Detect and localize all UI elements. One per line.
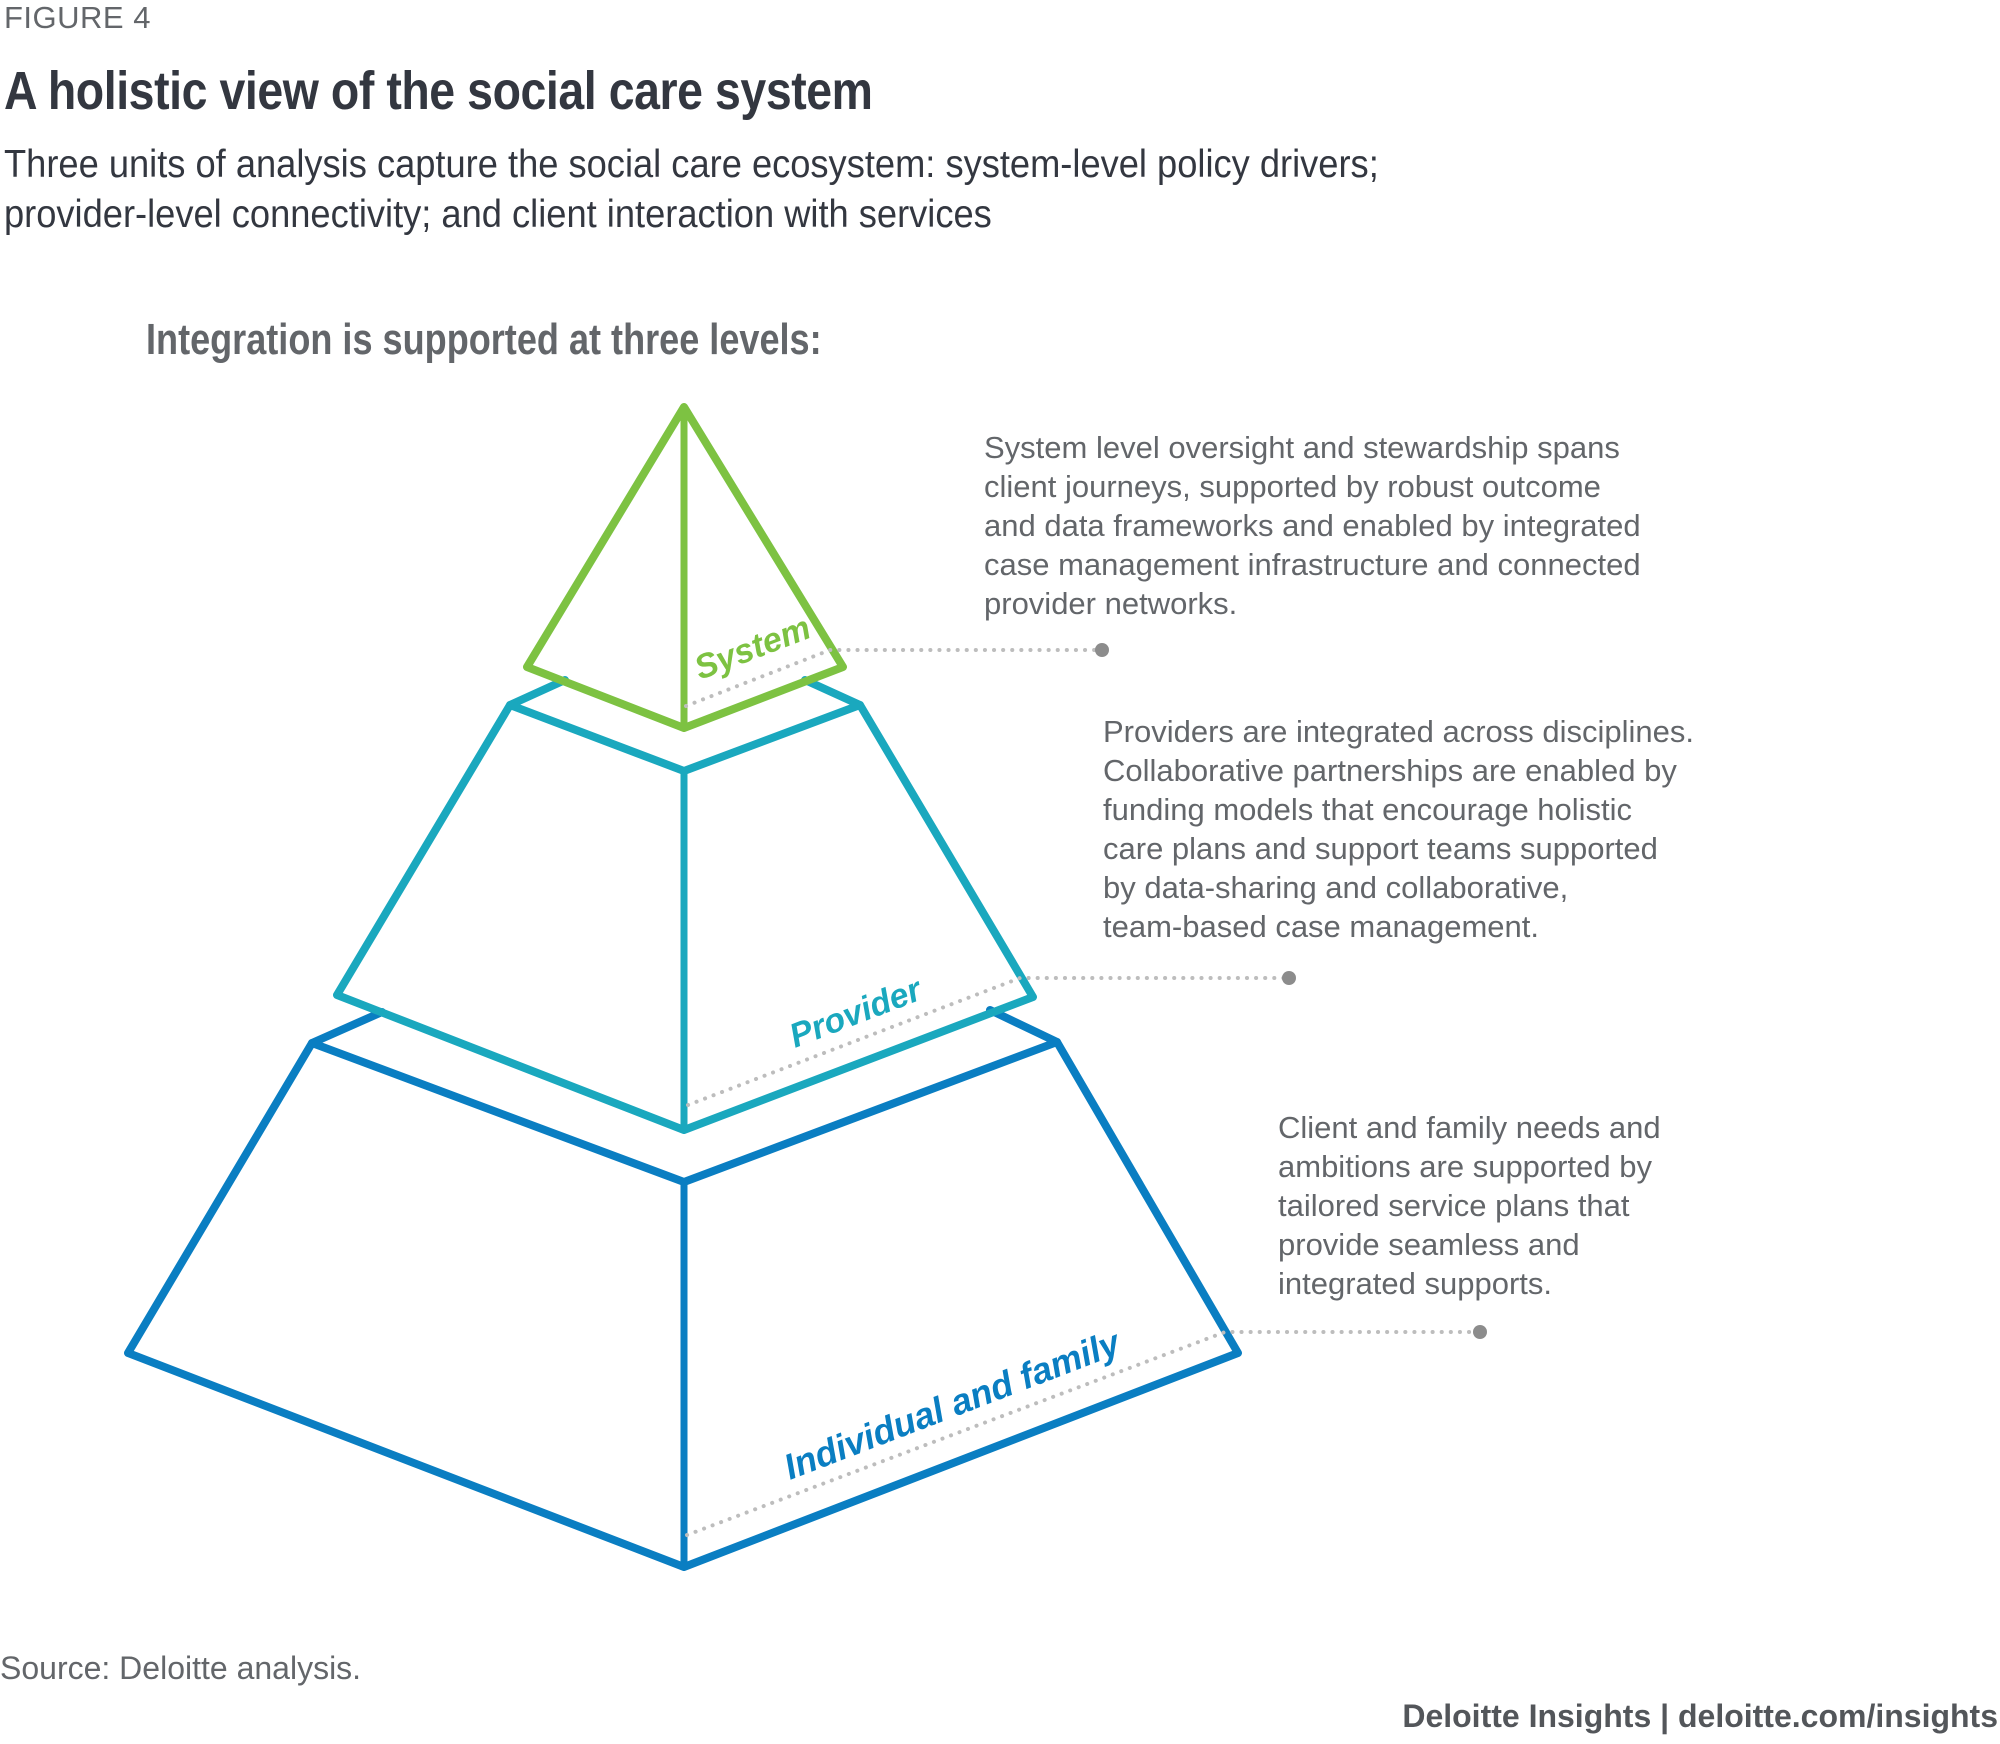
description-line: by data-sharing and collaborative, bbox=[1103, 870, 1569, 905]
description-line: Client and family needs and bbox=[1278, 1110, 1661, 1145]
subtitle-line: Three units of analysis capture the soci… bbox=[4, 143, 1379, 186]
figure-label: FIGURE 4 bbox=[4, 0, 151, 35]
leader-lines bbox=[684, 648, 1482, 1537]
family-back-left-edge bbox=[308, 1008, 386, 1047]
source-note: Source: Deloitte analysis. bbox=[0, 1650, 362, 1686]
provider-leader-dot bbox=[1282, 971, 1296, 985]
description-line: Providers are integrated across discipli… bbox=[1103, 714, 1694, 749]
description-line: team-based case management. bbox=[1103, 909, 1539, 944]
system-level-label: System bbox=[689, 609, 816, 688]
section-heading: Integration is supported at three levels… bbox=[146, 315, 822, 364]
description-line: ambitions are supported by bbox=[1278, 1149, 1652, 1184]
provider-back-right-edge bbox=[801, 676, 864, 709]
system-leader-line bbox=[684, 648, 1104, 708]
family-leader-line bbox=[685, 1330, 1482, 1537]
system-leader-dot bbox=[1095, 643, 1109, 657]
description-line: System level oversight and stewardship s… bbox=[984, 430, 1620, 465]
figure-subtitle: Three units of analysis capture the soci… bbox=[4, 140, 1904, 240]
subtitle-line: provider-level connectivity; and client … bbox=[4, 193, 992, 236]
family-leader-dot bbox=[1473, 1325, 1487, 1339]
description-line: provider networks. bbox=[984, 586, 1238, 621]
description-line: client journeys, supported by robust out… bbox=[984, 469, 1601, 504]
description-line: tailored service plans that bbox=[1278, 1188, 1630, 1223]
description-line: and data frameworks and enabled by integ… bbox=[984, 508, 1641, 543]
description-line: case management infrastructure and conne… bbox=[984, 547, 1641, 582]
publisher-credit: Deloitte Insights | deloitte.com/insight… bbox=[1402, 1698, 1998, 1734]
description-line: funding models that encourage holistic bbox=[1103, 792, 1633, 827]
family-back-right-edge bbox=[986, 1006, 1061, 1046]
description-line: Collaborative partnerships are enabled b… bbox=[1103, 753, 1677, 788]
figure-title: A holistic view of the social care syste… bbox=[4, 61, 873, 121]
provider-description: Providers are integrated across discipli… bbox=[1103, 712, 1694, 946]
description-line: care plans and support teams supported bbox=[1103, 831, 1658, 866]
description-line: provide seamless and bbox=[1278, 1227, 1580, 1262]
description-line: integrated supports. bbox=[1278, 1266, 1553, 1301]
pyramid-level-system bbox=[523, 403, 847, 732]
pyramid-level-family bbox=[124, 1006, 1242, 1571]
family-description: Client and family needs and ambitions ar… bbox=[1278, 1108, 1661, 1303]
system-description: System level oversight and stewardship s… bbox=[984, 428, 1641, 623]
pyramid-level-provider bbox=[333, 676, 1037, 1134]
provider-back-left-edge bbox=[506, 676, 569, 709]
provider-leader-line bbox=[686, 976, 1291, 1107]
